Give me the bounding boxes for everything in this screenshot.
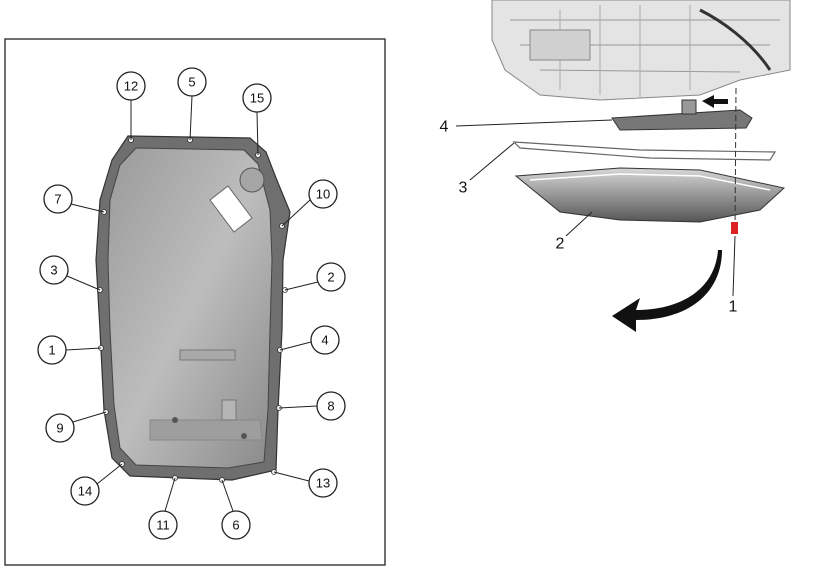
bolt-callout-2: 2 bbox=[316, 262, 346, 292]
svg-text:15: 15 bbox=[250, 91, 264, 106]
svg-text:12: 12 bbox=[124, 79, 138, 94]
drain-axis bbox=[734, 87, 737, 233]
svg-text:6: 6 bbox=[232, 518, 239, 533]
svg-text:3: 3 bbox=[50, 263, 57, 278]
part-label-pan: 2 bbox=[556, 236, 565, 253]
transmission-housing bbox=[491, 0, 791, 101]
bolt-callout-1: 1 bbox=[37, 335, 67, 365]
part-label-filter: 4 bbox=[440, 119, 449, 136]
svg-text:1: 1 bbox=[48, 343, 55, 358]
svg-text:10: 10 bbox=[316, 187, 330, 202]
bolt-callout-15: 15 bbox=[242, 83, 272, 113]
svg-text:7: 7 bbox=[54, 192, 61, 207]
oil-filter bbox=[611, 95, 753, 131]
part-label-drain-plug: 1 bbox=[729, 299, 738, 316]
bolt-callout-6: 6 bbox=[221, 510, 251, 540]
bolt-callout-9: 9 bbox=[45, 413, 75, 443]
drain-plug bbox=[731, 222, 738, 234]
arrow-icon bbox=[702, 95, 728, 108]
bolt-callout-13: 13 bbox=[308, 468, 338, 498]
bolt-callout-3: 3 bbox=[39, 255, 69, 285]
bolt-callout-12: 12 bbox=[116, 71, 146, 101]
svg-text:2: 2 bbox=[327, 270, 334, 285]
curved-arrow-icon bbox=[612, 250, 722, 332]
svg-text:14: 14 bbox=[78, 484, 92, 499]
svg-text:5: 5 bbox=[188, 75, 195, 90]
bolt-callout-11: 11 bbox=[148, 510, 178, 540]
gasket bbox=[512, 141, 777, 161]
part-label-gasket: 3 bbox=[459, 180, 468, 197]
bolt-callout-8: 8 bbox=[316, 391, 346, 421]
bolt-callout-4: 4 bbox=[310, 325, 340, 355]
leader-lines bbox=[65, 95, 319, 512]
svg-text:9: 9 bbox=[56, 421, 63, 436]
svg-text:8: 8 bbox=[327, 399, 334, 414]
oil-pan-side-view bbox=[514, 167, 786, 223]
bolt-callout-5: 5 bbox=[177, 67, 207, 97]
oil-pan-top-view bbox=[95, 135, 291, 483]
svg-text:4: 4 bbox=[321, 333, 328, 348]
svg-text:11: 11 bbox=[156, 518, 170, 533]
bolt-callout-14: 14 bbox=[70, 476, 100, 506]
svg-text:13: 13 bbox=[316, 476, 330, 491]
bolt-callout-7: 7 bbox=[43, 184, 73, 214]
bolt-callout-10: 10 bbox=[308, 179, 338, 209]
